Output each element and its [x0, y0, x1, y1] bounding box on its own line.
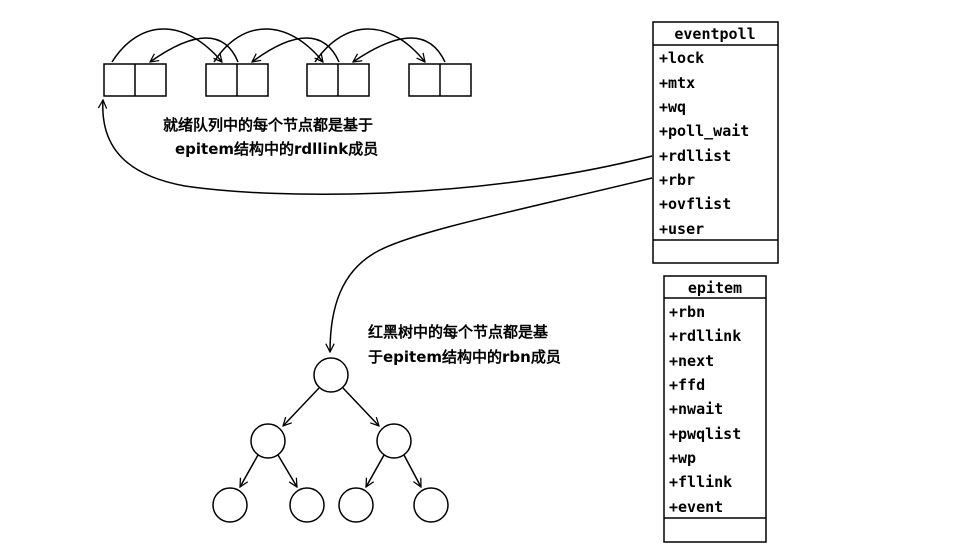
rdllist-to-queue-arrow: [103, 100, 653, 196]
list-caption-line1: 就绪队列中的每个节点都是基于: [163, 116, 373, 134]
list-link-prev: [150, 37, 239, 62]
epitem-field-nwait: +nwait: [669, 400, 723, 418]
list-link-next: [111, 28, 222, 62]
eventpoll-field-rdllist: +rdllist: [659, 147, 731, 165]
tree-caption-line2: 于epitem结构中的rbn成员: [368, 348, 561, 366]
epitem-field-pwqlist: +pwqlist: [669, 425, 741, 443]
eventpoll-title: eventpoll: [674, 25, 755, 43]
epitem-struct-box: epitem +rbn +rdllink +next +ffd +nwait +…: [663, 275, 767, 543]
tree-node: [376, 423, 412, 459]
epitem-field-wp: +wp: [669, 449, 696, 467]
tree-edge: [403, 454, 422, 487]
rbr-to-tree-arrow: [330, 177, 653, 352]
epitem-field-next: +next: [669, 352, 714, 370]
eventpoll-field-poll-wait: +poll_wait: [659, 122, 749, 140]
epitem-field-ffd: +ffd: [669, 376, 705, 394]
epitem-title: epitem: [688, 279, 742, 297]
tree-node: [212, 487, 248, 523]
tree-caption-line1: 红黑树中的每个节点都是基: [368, 323, 549, 341]
list-node: [306, 63, 370, 97]
tree-node: [289, 487, 325, 523]
eventpoll-field-user: +user: [659, 220, 704, 238]
tree-edge: [283, 387, 320, 426]
epitem-field-rdllink: +rdllink: [669, 327, 741, 345]
list-link-next: [213, 28, 323, 62]
eventpoll-field-rbr: +rbr: [659, 171, 695, 189]
tree-node-root: [313, 357, 349, 393]
list-caption-line2: epitem结构中的rdllink成员: [175, 140, 378, 158]
ready-queue-list: [103, 28, 472, 97]
epitem-field-event: +event: [669, 498, 723, 516]
eventpoll-struct-box: eventpoll +lock +mtx +wq +poll_wait +rdl…: [652, 21, 779, 264]
eventpoll-field-ovflist: +ovflist: [659, 195, 731, 213]
list-node: [103, 63, 167, 97]
rb-tree: [212, 357, 449, 523]
list-link-prev: [353, 37, 446, 62]
tree-node: [250, 423, 286, 459]
list-link-prev: [252, 37, 340, 62]
epitem-field-fllink: +fllink: [669, 473, 732, 491]
eventpoll-field-lock: +lock: [659, 49, 704, 67]
list-link-next: [314, 28, 425, 62]
tree-edge: [277, 454, 297, 487]
eventpoll-field-mtx: +mtx: [659, 74, 695, 92]
tree-edge: [240, 454, 259, 487]
list-node: [408, 63, 472, 97]
tree-edge: [342, 387, 379, 426]
list-node: [205, 63, 269, 97]
tree-node: [413, 487, 449, 523]
tree-edge: [366, 454, 385, 487]
tree-node: [338, 487, 374, 523]
eventpoll-field-wq: +wq: [659, 98, 686, 116]
epitem-field-rbn: +rbn: [669, 303, 705, 321]
